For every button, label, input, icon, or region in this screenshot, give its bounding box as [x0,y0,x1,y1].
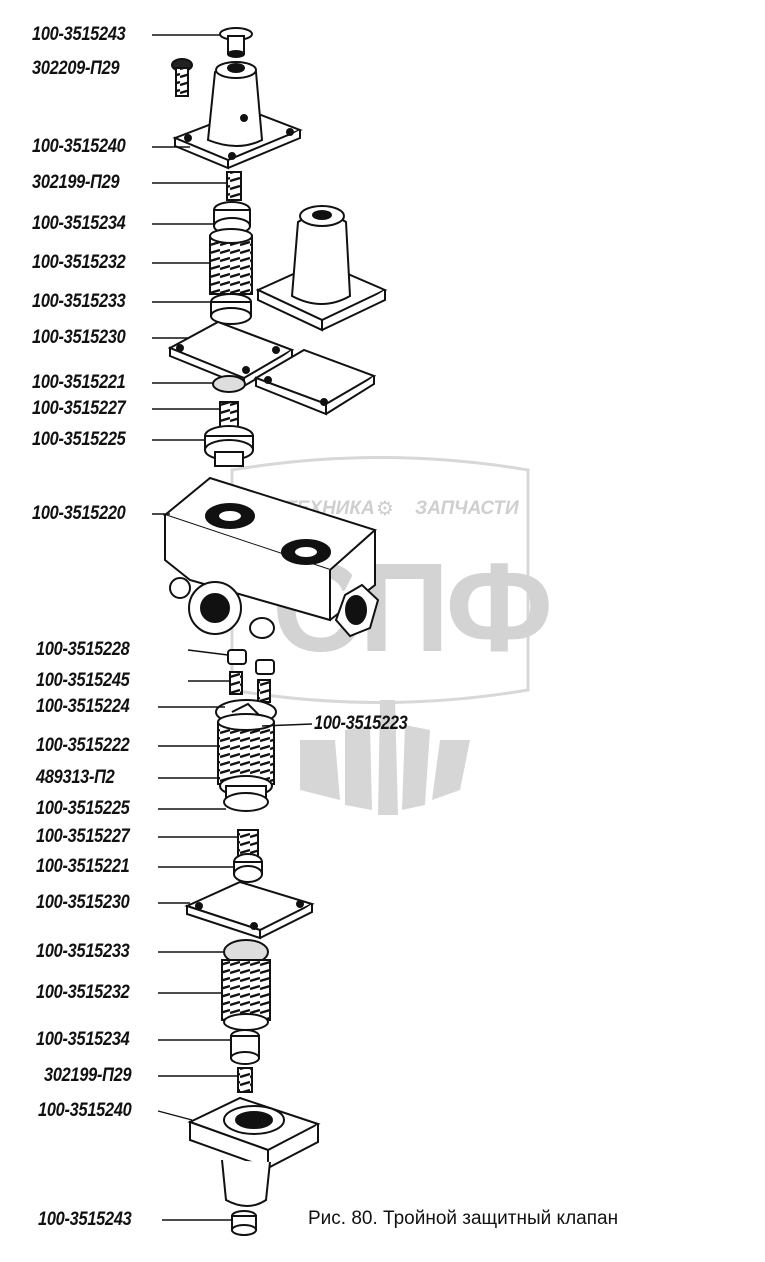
part-lower-spring [237,829,259,857]
label-100-3515233-bottom: 100-3515233 [36,941,130,962]
part-bolt-302209 [171,58,193,97]
part-lower-valve [233,853,263,883]
label-100-3515228: 100-3515228 [36,639,130,660]
label-100-3515227-bottom: 100-3515227 [36,826,130,847]
label-100-3515240-bottom: 100-3515240 [38,1100,132,1121]
part-lower-piston [230,1029,260,1065]
label-100-3515223: 100-3515223 [314,713,408,734]
label-100-3515234-top: 100-3515234 [32,213,126,234]
label-100-3515227-top: 100-3515227 [32,398,126,419]
watermark-gear-icon: ⚙ [376,498,394,520]
label-100-3515233-top: 100-3515233 [32,291,126,312]
label-100-3515230-top: 100-3515230 [32,327,126,348]
label-100-3515245: 100-3515245 [36,670,130,691]
label-302199-p29-bottom: 302199-П29 [44,1065,132,1086]
part-lower-plate [184,880,315,940]
label-302199-p29-top: 302199-П29 [32,172,120,193]
part-top-cap-screw [219,27,253,58]
label-302209-p29: 302209-П29 [32,58,120,79]
leader-lines [152,34,313,1221]
label-100-3515225-bottom: 100-3515225 [36,798,130,819]
label-100-3515240-top: 100-3515240 [32,136,126,157]
label-100-3515225-top: 100-3515225 [32,429,126,450]
label-100-3515221-bottom: 100-3515221 [36,856,130,877]
part-pin-lower [237,1067,253,1093]
label-489313-p2: 489313-П2 [36,767,115,788]
label-100-3515243-top: 100-3515243 [32,24,126,45]
part-side-plate [253,348,377,416]
part-valve-body [162,476,380,639]
label-100-3515243-bottom: 100-3515243 [38,1209,132,1230]
part-upper-spool [209,201,253,325]
label-100-3515221-top: 100-3515221 [32,372,126,393]
part-upper-boot-flange [172,61,303,170]
part-lower-boot-flange [187,1096,321,1207]
part-small-cap-right [255,659,275,675]
label-100-3515230-bottom: 100-3515230 [36,892,130,913]
label-100-3515232-top: 100-3515232 [32,252,126,273]
watermark-text-right: ЗАПЧАСТИ [415,498,519,519]
part-side-boot [255,205,388,332]
label-100-3515222: 100-3515222 [36,735,130,756]
part-bottom-cap [231,1210,257,1236]
part-lower-spool [215,699,277,812]
label-100-3515232-bottom: 100-3515232 [36,982,130,1003]
part-upper-spring [219,401,239,429]
figure-caption: Рис. 80. Тройной защитный клапан [308,1208,619,1229]
part-pin-upper [226,171,242,201]
part-upper-seat [204,425,254,467]
part-upper-valve [212,375,246,393]
part-small-spring-right [257,679,271,703]
label-100-3515220: 100-3515220 [32,503,126,524]
part-lower-spool-2 [221,939,271,1031]
label-100-3515224: 100-3515224 [36,696,130,717]
label-100-3515234-bottom: 100-3515234 [36,1029,130,1050]
part-small-cap-left [227,649,247,665]
part-small-spring-left [229,671,243,695]
